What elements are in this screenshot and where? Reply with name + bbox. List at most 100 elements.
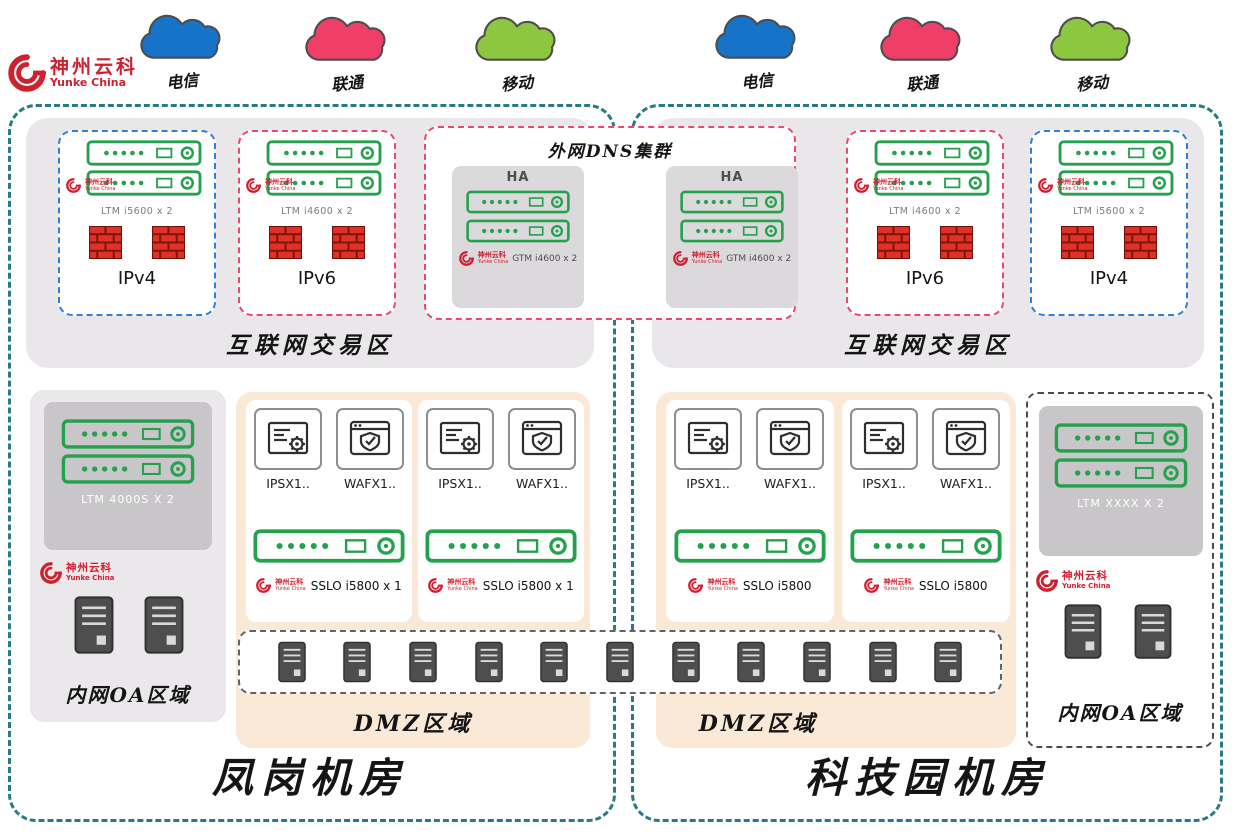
- appliance-icon: [466, 219, 570, 243]
- device-label: LTM i5600 x 2: [100, 206, 174, 217]
- appliance-icon: [58, 419, 198, 449]
- ips-tile: [674, 408, 742, 470]
- device-label: LTM i4600 x 2: [888, 206, 962, 217]
- appliance-icon: [680, 190, 784, 214]
- appliance-icon: [680, 219, 784, 243]
- appliance-icon: [1051, 423, 1191, 453]
- internet-zone-label: 互联网交易区: [844, 332, 1012, 359]
- cloud-mobile-right: 移动: [1032, 8, 1152, 95]
- firewall-icon: [269, 226, 302, 259]
- gtm-device-label: GTM i4600 x 2: [726, 253, 792, 264]
- ips-icon: [686, 417, 730, 461]
- gtm-device-label: GTM i4600 x 2: [512, 253, 578, 264]
- firewall-pair: [877, 226, 973, 259]
- firewall-icon: [89, 226, 122, 259]
- appliance-icon: [266, 140, 382, 166]
- firewall-pair: [89, 226, 185, 259]
- logo-name: 神州云科: [275, 577, 304, 586]
- ltm-cluster: LTM 4000S X 2: [44, 402, 212, 550]
- datacenter-name-right: 科技园机房: [805, 754, 1050, 802]
- logo-name: 神州云科: [883, 577, 912, 586]
- waf-label: WAFX1..: [940, 476, 992, 491]
- waf-label: WAFX1..: [764, 476, 816, 491]
- server-tower-icon: [409, 641, 437, 683]
- yunke-swirl-icon: [256, 578, 271, 593]
- ips-tile: [850, 408, 918, 470]
- logo-name: 神州云科: [477, 250, 506, 259]
- yunke-swirl-icon: [1036, 570, 1058, 592]
- oa-zone-label: 内网OA区域: [65, 683, 191, 707]
- firewall-icon: [1061, 226, 1094, 259]
- logo-name: 神州云科: [447, 577, 476, 586]
- yunke-swirl-icon: [1038, 178, 1053, 193]
- waf-icon: [520, 417, 564, 461]
- server-tower-icon: [1134, 604, 1172, 659]
- waf-icon: [348, 417, 392, 461]
- logo-name: 神州云科: [66, 562, 112, 575]
- logo-name: 神州云科: [873, 177, 901, 186]
- sslo-device-label: SSLO i5800 x 1: [310, 578, 402, 593]
- appliance-icon: [86, 140, 202, 166]
- yunke-swirl-icon: [40, 562, 62, 584]
- cloud-unicom-right: 联通: [862, 8, 982, 95]
- datacenter-right-border: [631, 104, 1223, 822]
- appliance-icon: [466, 190, 570, 214]
- yunke-swirl-icon: [8, 54, 46, 92]
- firewall-icon: [332, 226, 365, 259]
- firewall-pair: [1061, 226, 1157, 259]
- yunke-swirl-icon: [428, 578, 443, 593]
- logo-sub: Yunke China: [477, 258, 509, 265]
- server-tower-icon: [475, 641, 503, 683]
- sslo-device-label: SSLO i5800: [918, 578, 988, 593]
- isp-label: 移动: [1075, 72, 1110, 95]
- appliance-icon: [58, 454, 198, 484]
- cloud-unicom-left: 联通: [287, 8, 407, 95]
- logo-sub: Yunke China: [85, 185, 116, 192]
- firewall-icon: [152, 226, 185, 259]
- server-tower-icon: [540, 641, 568, 683]
- appliance-icon: [874, 140, 990, 166]
- waf-tile: [336, 408, 404, 470]
- dmz-zone-label: DMZ区域: [698, 711, 818, 737]
- yunke-swirl-icon: [864, 578, 879, 593]
- cloud-mobile-left: 移动: [457, 8, 577, 95]
- server-tower-icon: [74, 596, 114, 654]
- ips-label: IPSX1..: [266, 476, 310, 491]
- logo-name: 神州云科: [265, 177, 293, 186]
- yunke-swirl-icon: [459, 251, 474, 266]
- cloud-icon: [1033, 8, 1151, 68]
- waf-tile: [932, 408, 1000, 470]
- waf-icon: [768, 417, 812, 461]
- logo-sub: Yunke China: [447, 585, 478, 592]
- waf-label: WAFX1..: [344, 476, 396, 491]
- dmz-zone-label: DMZ区域: [353, 711, 473, 737]
- yunke-swirl-icon: [673, 251, 688, 266]
- waf-label: WAFX1..: [516, 476, 568, 491]
- device-label: LTM XXXX X 2: [1077, 497, 1165, 510]
- logo-sub: Yunke China: [883, 585, 914, 592]
- logo-sub: Yunke China: [707, 585, 738, 592]
- ips-label: IPSX1..: [862, 476, 906, 491]
- logo-name: 神州云科: [707, 577, 736, 586]
- cloud-icon: [288, 8, 406, 68]
- cloud-icon: [863, 8, 981, 68]
- cloud-icon: [458, 8, 576, 68]
- yunke-logo: 神州云科 Yunke China: [8, 54, 138, 92]
- yunke-swirl-icon: [66, 178, 81, 193]
- yunke-swirl-icon: [688, 578, 703, 593]
